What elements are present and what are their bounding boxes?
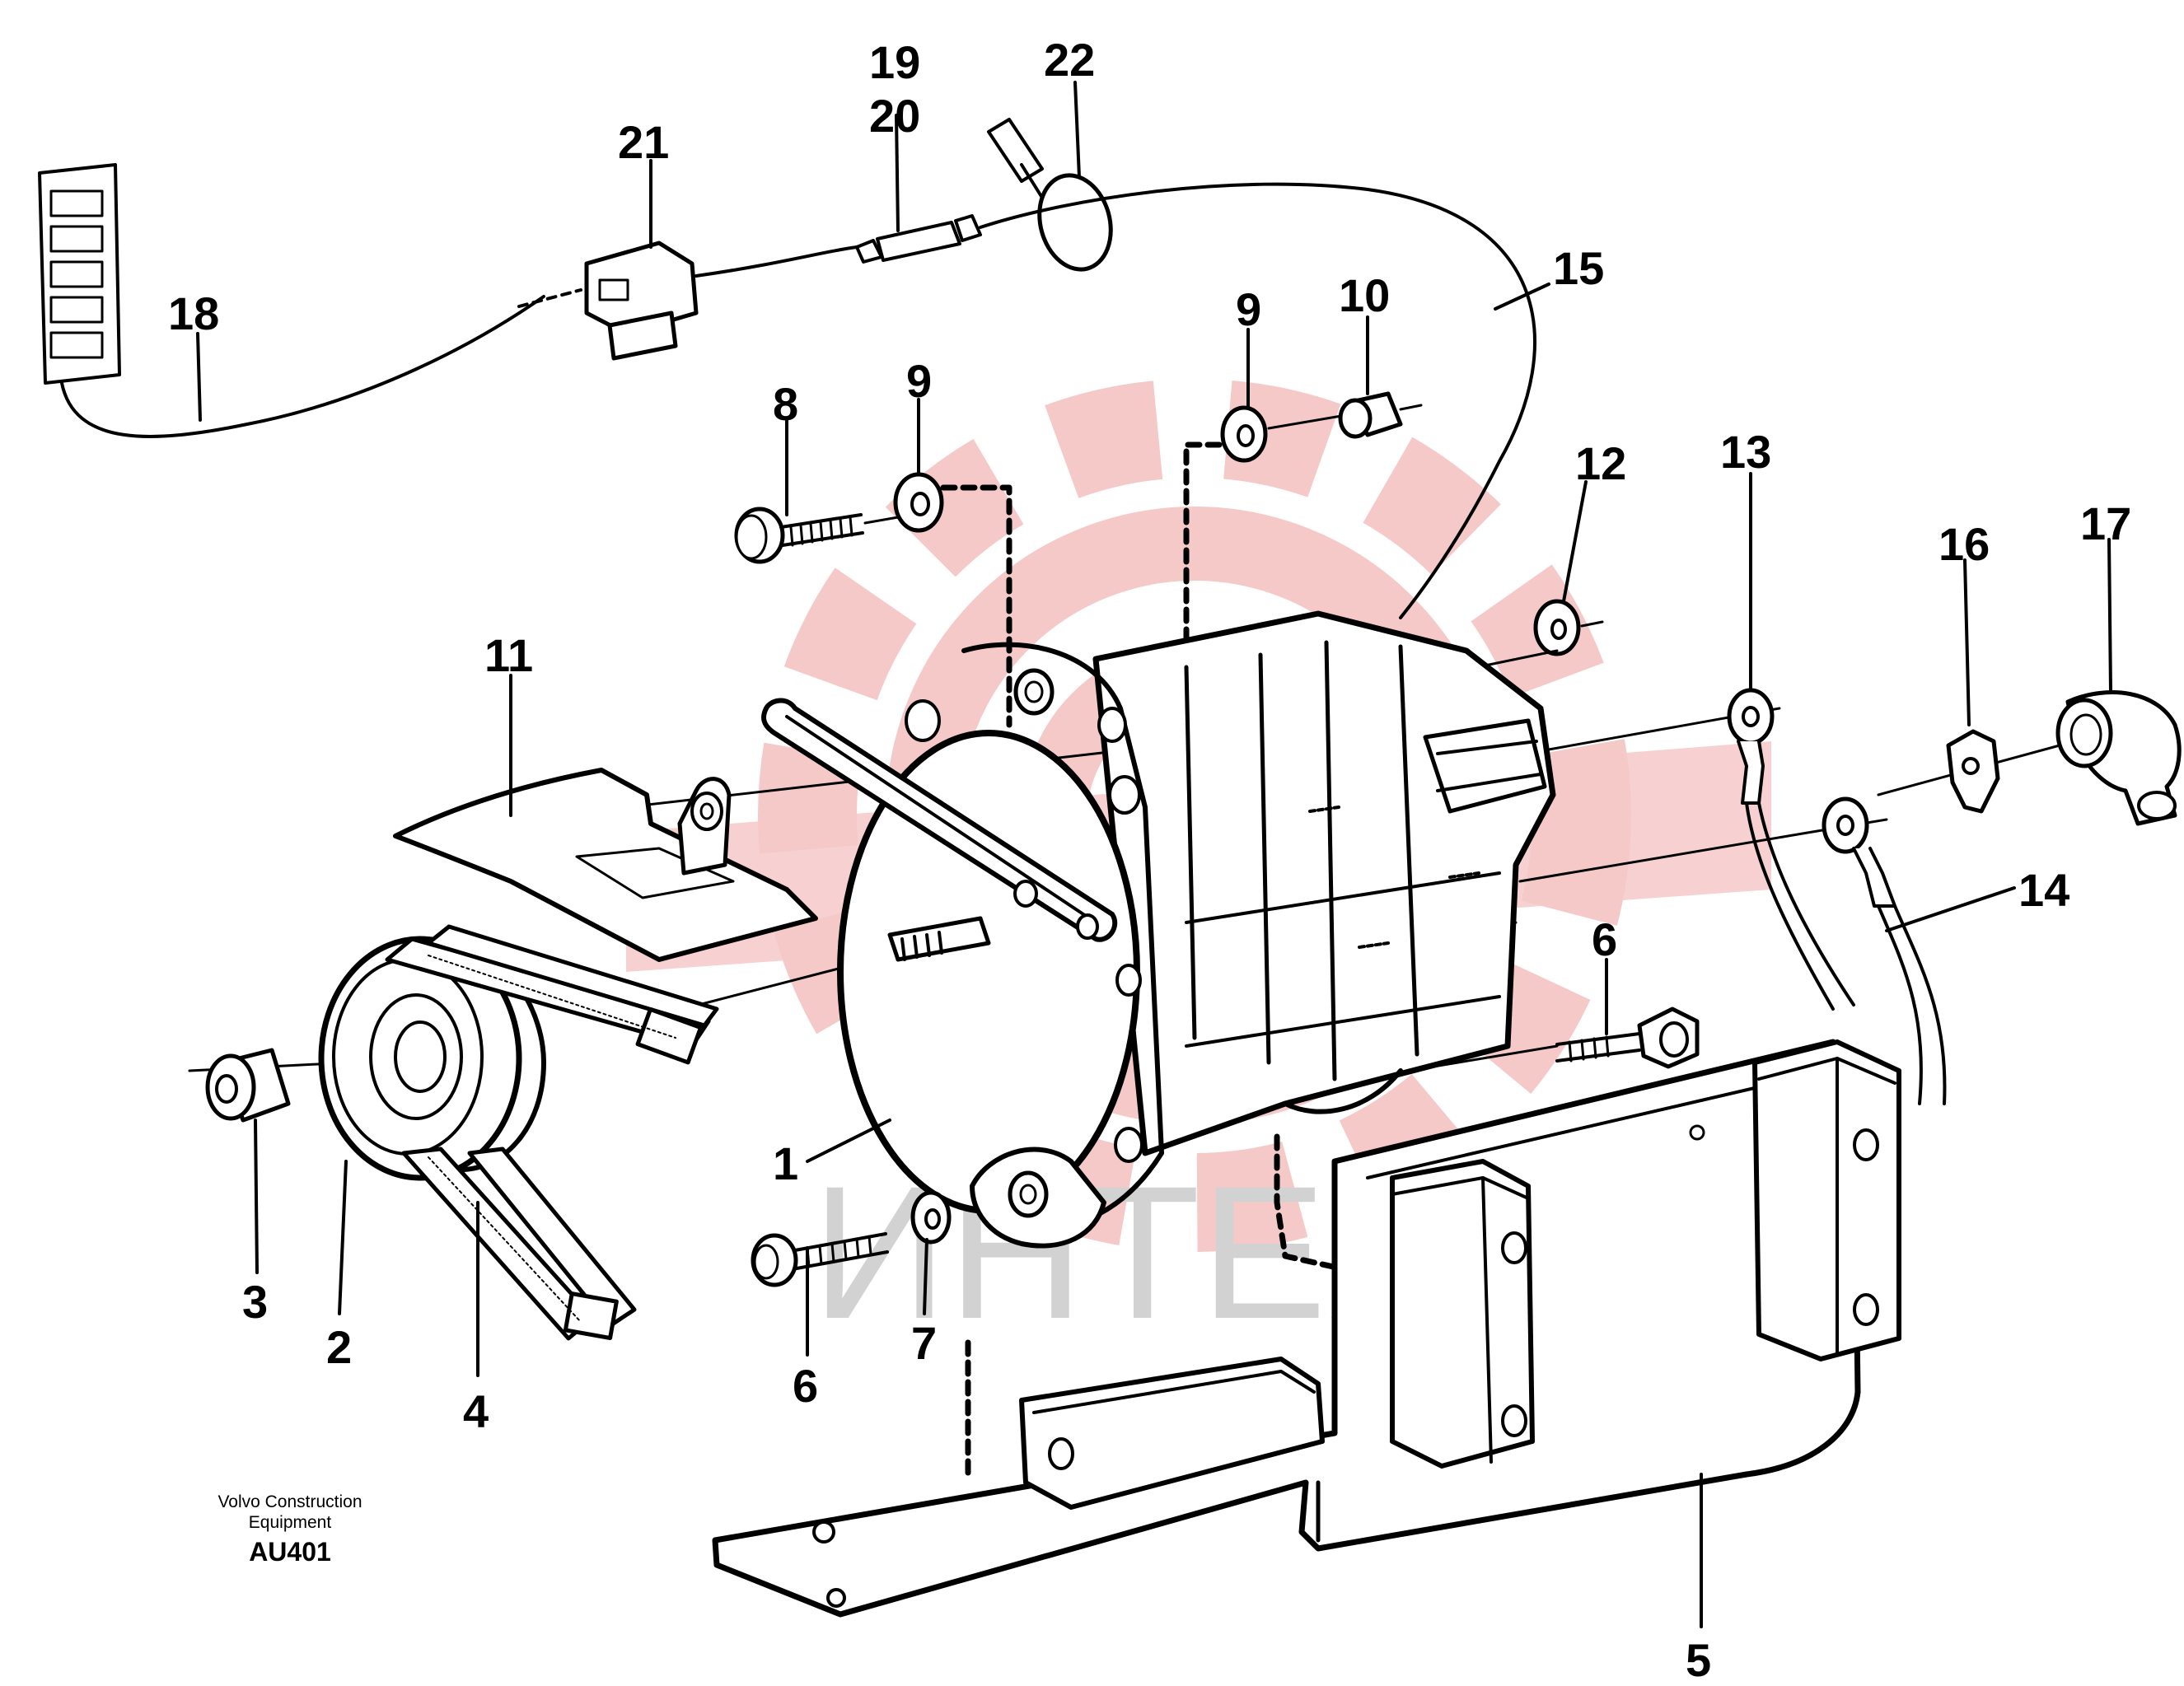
- callout-5: 5: [1686, 1634, 1711, 1686]
- callout-6-lower: 6: [793, 1360, 818, 1412]
- part-7-washer: [910, 1190, 952, 1245]
- callout-4: 4: [463, 1385, 489, 1437]
- part-6-bolt-lower: [751, 1232, 889, 1287]
- callout-2: 2: [326, 1321, 352, 1373]
- part-15-cable: [979, 182, 1536, 619]
- callout-3: 3: [242, 1276, 268, 1328]
- callout-9-top: 9: [1236, 283, 1261, 335]
- callout-numbers: 19 20 22 21 18 15 9 10 8 9 12 13 16 17 1…: [168, 34, 2131, 1686]
- callout-21: 21: [618, 116, 669, 168]
- part-1-alternator: [761, 610, 1556, 1249]
- part-18-connector-block: [38, 163, 582, 438]
- part-3-spacer: [205, 1048, 291, 1123]
- callout-1: 1: [773, 1137, 798, 1189]
- callout-20: 20: [869, 90, 920, 142]
- part-12-washer: [1533, 599, 1604, 656]
- callout-10: 10: [1339, 269, 1390, 321]
- part-5-mounting-bracket: [712, 1039, 1901, 1618]
- callout-8: 8: [773, 378, 798, 430]
- callout-7: 7: [911, 1317, 937, 1369]
- part-4-v-belts: [385, 924, 719, 1341]
- figure-code: AU401: [249, 1537, 331, 1567]
- part-19-20-inline-fuse: [855, 214, 982, 264]
- part-16-clip: [1946, 729, 2000, 814]
- callout-11: 11: [484, 629, 533, 681]
- part-22-cable-tie: [987, 118, 1113, 272]
- footer-maker-line1: Volvo Construction: [217, 1492, 362, 1511]
- part-9-washer-left: [893, 472, 944, 533]
- footer-credit: Volvo Construction Equipment AU401: [217, 1492, 362, 1567]
- callout-16: 16: [1938, 518, 1990, 570]
- callout-19: 19: [869, 36, 920, 88]
- part-17-elbow-boot: [2055, 690, 2182, 826]
- callout-6-upper: 6: [1592, 913, 1617, 965]
- leader-lines: [196, 81, 2112, 1628]
- callout-17: 17: [2080, 497, 2131, 549]
- part-14-ring-terminal: [1822, 796, 1947, 1105]
- callout-18: 18: [168, 287, 219, 339]
- part-2-pulley: [318, 936, 546, 1181]
- callout-13: 13: [1720, 426, 1771, 478]
- callout-14: 14: [2018, 864, 2069, 916]
- part-8-bolt: [734, 507, 900, 564]
- callout-15: 15: [1553, 242, 1604, 294]
- footer-maker-line2: Equipment: [249, 1513, 332, 1532]
- callout-9-left: 9: [906, 355, 932, 407]
- callout-12: 12: [1575, 437, 1626, 489]
- part-10-spacer-sleeve: [1267, 391, 1423, 439]
- part-9-washer-top: [1220, 405, 1268, 463]
- part-11-cover-plate: [393, 768, 818, 962]
- part-21-plug: [584, 241, 858, 361]
- callout-22: 22: [1044, 34, 1095, 86]
- part-6-bolt-upper: [1555, 1006, 1700, 1069]
